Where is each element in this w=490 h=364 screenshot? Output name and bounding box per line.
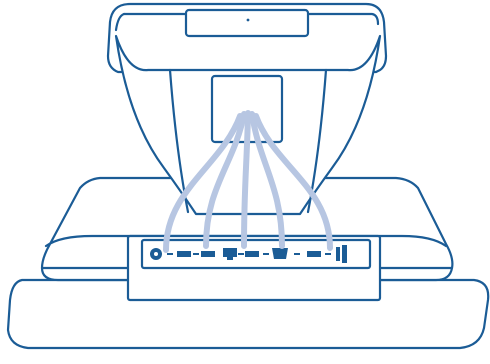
port-separator	[263, 253, 269, 255]
cable	[203, 111, 247, 249]
cable	[249, 111, 285, 249]
ethernet-port-icon	[223, 248, 237, 260]
cable	[241, 110, 251, 249]
camera-housing	[184, 8, 310, 38]
usb-port-icon	[177, 251, 191, 257]
camera-lens	[246, 18, 250, 22]
display-rim	[122, 12, 380, 26]
power-port-icon	[150, 248, 162, 260]
cable-bundle	[163, 110, 333, 253]
port-separator	[193, 253, 199, 255]
port-separator	[167, 253, 173, 255]
port-separator	[238, 253, 244, 255]
port-separator	[294, 253, 300, 255]
audio-port-icon	[336, 245, 347, 263]
stand-edge-right	[306, 68, 328, 214]
cable	[163, 113, 243, 253]
cable	[253, 113, 333, 251]
usb-port-icon	[201, 251, 215, 257]
port-separator	[325, 253, 331, 255]
display-back-shell	[106, 2, 388, 74]
display-port-icon	[272, 248, 288, 259]
display-rear	[106, 2, 388, 74]
port-icons	[150, 245, 347, 263]
display-rim-left	[114, 12, 126, 32]
usb-port-icon	[307, 251, 321, 257]
usb-port-icon	[245, 251, 259, 257]
